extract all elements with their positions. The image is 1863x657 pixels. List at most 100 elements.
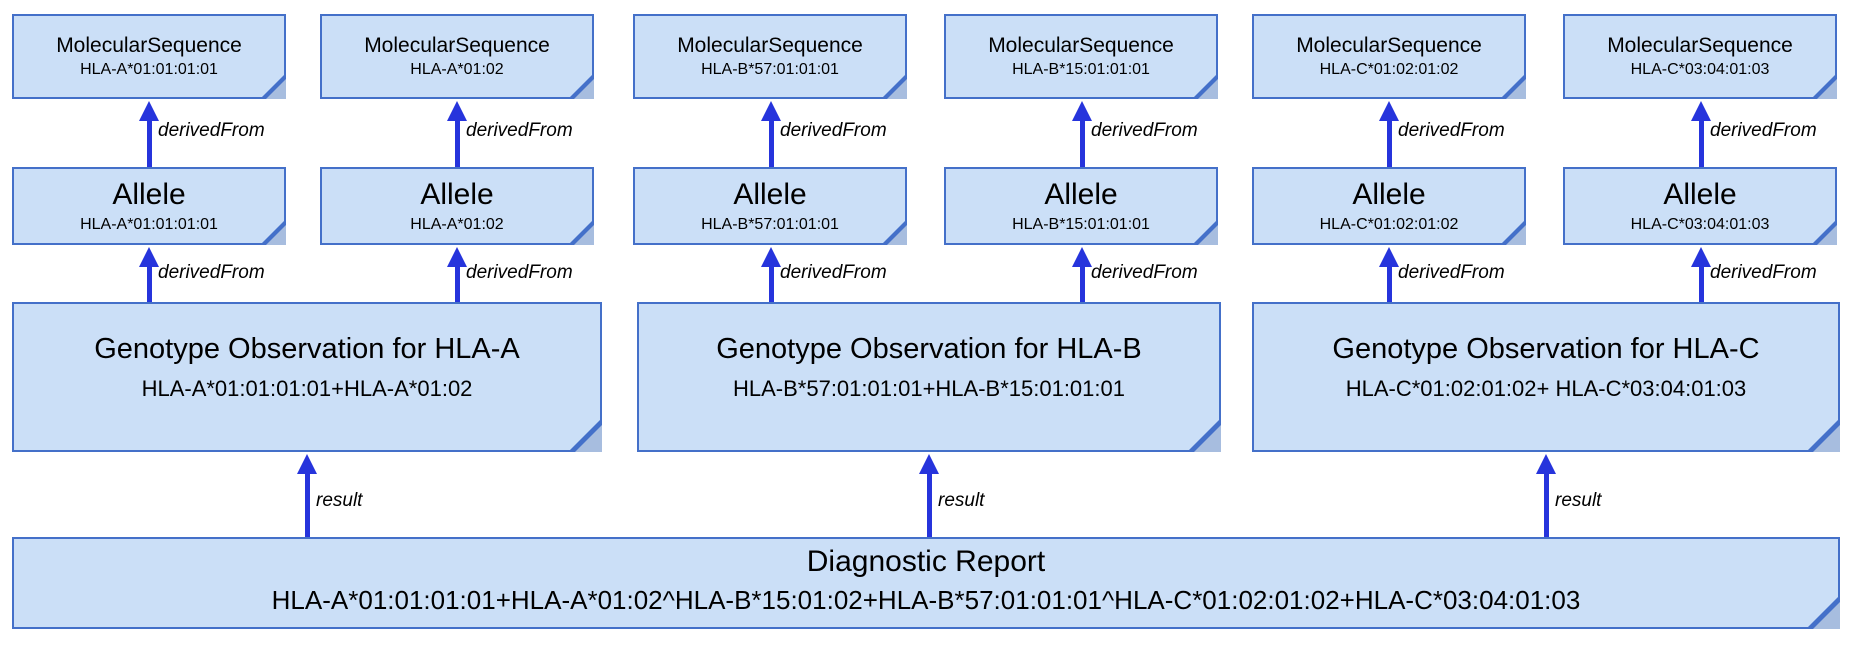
molecular-sequence-node-3: MolecularSequence HLA-B*15:01:01:01 [944, 14, 1218, 99]
node-title: MolecularSequence [1607, 33, 1793, 57]
node-title: Diagnostic Report [806, 545, 1046, 578]
folded-corner-icon [1506, 225, 1526, 245]
derivedfrom-arrow-line [1387, 113, 1392, 167]
diagnostic-report-node: Diagnostic Report HLA-A*01:01:01:01+HLA-… [12, 537, 1840, 629]
allele-node-3: Allele HLA-B*15:01:01:01 [944, 167, 1218, 245]
derivedfrom-arrow-line [1080, 259, 1085, 302]
derivedfrom-label: derivedFrom [158, 120, 265, 141]
molecular-sequence-node-4: MolecularSequence HLA-C*01:02:01:02 [1252, 14, 1526, 99]
folded-corner-icon [1198, 79, 1218, 99]
allele-node-2: Allele HLA-B*57:01:01:01 [633, 167, 907, 245]
node-title: Genotype Observation for HLA-C [1332, 332, 1760, 365]
derivedfrom-arrow-head [1072, 247, 1092, 267]
node-value: HLA-A*01:02 [410, 216, 504, 234]
derivedfrom-arrow-line [147, 113, 152, 167]
node-title: MolecularSequence [677, 33, 863, 57]
derivedfrom-arrow-line [1699, 259, 1704, 302]
node-value: HLA-C*01:02:01:02 [1319, 216, 1459, 234]
derivedfrom-label: derivedFrom [1710, 262, 1817, 283]
folded-corner-icon [1817, 225, 1837, 245]
folded-corner-icon [1198, 225, 1218, 245]
node-value: HLA-B*15:01:01:01 [1012, 216, 1150, 234]
derivedfrom-arrow-line [455, 113, 460, 167]
derivedfrom-arrow-line [769, 259, 774, 302]
folded-corner-icon [887, 225, 907, 245]
allele-node-0: Allele HLA-A*01:01:01:01 [12, 167, 286, 245]
result-label: result [938, 490, 985, 511]
result-arrow-line [305, 466, 310, 537]
node-title: Allele [1044, 177, 1118, 211]
result-arrow-head [297, 454, 317, 474]
node-value: HLA-C*01:02:01:02+ HLA-C*03:04:01:03 [1345, 376, 1747, 402]
derivedfrom-arrow-line [147, 259, 152, 302]
node-title: MolecularSequence [364, 33, 550, 57]
node-value: HLA-C*01:02:01:02 [1319, 60, 1459, 78]
node-title: Genotype Observation for HLA-A [94, 332, 520, 365]
derivedfrom-arrow-head [139, 101, 159, 121]
derivedfrom-arrow-line [769, 113, 774, 167]
node-title: MolecularSequence [1296, 33, 1482, 57]
node-value: HLA-B*57:01:01:01 [701, 216, 839, 234]
derivedfrom-label: derivedFrom [158, 262, 265, 283]
result-arrow-line [1544, 466, 1549, 537]
derivedfrom-label: derivedFrom [1710, 120, 1817, 141]
folded-corner-icon [1813, 602, 1840, 629]
node-value: HLA-B*57:01:01:01+HLA-B*15:01:01:01 [732, 376, 1125, 402]
derivedfrom-label: derivedFrom [466, 262, 573, 283]
node-value: HLA-C*03:04:01:03 [1630, 60, 1770, 78]
folded-corner-icon [575, 425, 602, 452]
node-value: HLA-A*01:02 [410, 60, 504, 78]
result-arrow-head [1536, 454, 1556, 474]
node-value: HLA-A*01:01:01:01 [80, 216, 218, 234]
result-label: result [316, 490, 363, 511]
derivedfrom-label: derivedFrom [780, 120, 887, 141]
derivedfrom-arrow-line [1080, 113, 1085, 167]
derivedfrom-arrow-head [447, 101, 467, 121]
node-value: HLA-A*01:01:01:01 [80, 60, 218, 78]
folded-corner-icon [266, 79, 286, 99]
node-title: MolecularSequence [988, 33, 1174, 57]
molecular-sequence-node-1: MolecularSequence HLA-A*01:02 [320, 14, 594, 99]
result-arrow-head [919, 454, 939, 474]
molecular-sequence-node-0: MolecularSequence HLA-A*01:01:01:01 [12, 14, 286, 99]
derivedfrom-arrow-head [1691, 101, 1711, 121]
molecular-sequence-node-2: MolecularSequence HLA-B*57:01:01:01 [633, 14, 907, 99]
derivedfrom-arrow-head [1379, 101, 1399, 121]
allele-node-1: Allele HLA-A*01:02 [320, 167, 594, 245]
node-title: Genotype Observation for HLA-B [716, 332, 1142, 365]
derivedfrom-arrow-head [1691, 247, 1711, 267]
derivedfrom-arrow-head [447, 247, 467, 267]
folded-corner-icon [574, 79, 594, 99]
molecular-sequence-node-5: MolecularSequence HLA-C*03:04:01:03 [1563, 14, 1837, 99]
folded-corner-icon [1194, 425, 1221, 452]
derivedfrom-arrow-head [1379, 247, 1399, 267]
derivedfrom-label: derivedFrom [780, 262, 887, 283]
folded-corner-icon [1506, 79, 1526, 99]
derivedfrom-arrow-line [1387, 259, 1392, 302]
derivedfrom-arrow-head [1072, 101, 1092, 121]
node-value: HLA-B*15:01:01:01 [1012, 60, 1150, 78]
node-value: HLA-C*03:04:01:03 [1630, 216, 1770, 234]
folded-corner-icon [1817, 79, 1837, 99]
allele-node-5: Allele HLA-C*03:04:01:03 [1563, 167, 1837, 245]
allele-node-4: Allele HLA-C*01:02:01:02 [1252, 167, 1526, 245]
folded-corner-icon [266, 225, 286, 245]
folded-corner-icon [1813, 425, 1840, 452]
node-value: HLA-A*01:01:01:01+HLA-A*01:02^HLA-B*15:0… [271, 584, 1581, 615]
derivedfrom-arrow-line [455, 259, 460, 302]
node-title: Allele [733, 177, 807, 211]
node-title: Allele [420, 177, 494, 211]
derivedfrom-label: derivedFrom [1398, 120, 1505, 141]
derivedfrom-arrow-head [761, 101, 781, 121]
node-title: Allele [1352, 177, 1426, 211]
derivedfrom-label: derivedFrom [1398, 262, 1505, 283]
node-value: HLA-A*01:01:01:01+HLA-A*01:02 [141, 376, 473, 402]
result-arrow-line [927, 466, 932, 537]
derivedfrom-arrow-head [761, 247, 781, 267]
derivedfrom-arrow-line [1699, 113, 1704, 167]
node-title: MolecularSequence [56, 33, 242, 57]
derivedfrom-label: derivedFrom [466, 120, 573, 141]
node-title: Allele [112, 177, 186, 211]
derivedfrom-label: derivedFrom [1091, 262, 1198, 283]
